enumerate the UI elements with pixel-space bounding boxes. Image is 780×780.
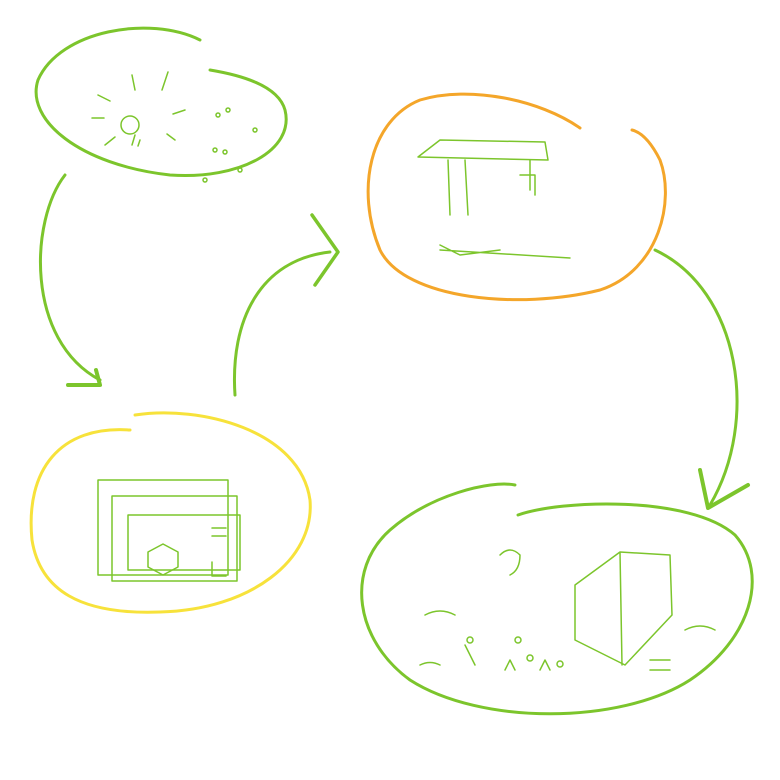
documents-node — [29, 411, 312, 614]
idea-node — [34, 26, 288, 183]
building-blocks-icon — [417, 139, 571, 259]
build-node — [366, 92, 667, 302]
arrow-build-to-community — [653, 248, 750, 510]
community-node — [360, 482, 754, 716]
arrow-idea-to-documents — [39, 173, 102, 387]
arrow-documents-to-build — [232, 213, 340, 397]
lightbulb-sparkle-icon — [91, 71, 258, 183]
stacked-boxes-icon — [97, 479, 241, 582]
people-cube-icon — [419, 549, 716, 671]
